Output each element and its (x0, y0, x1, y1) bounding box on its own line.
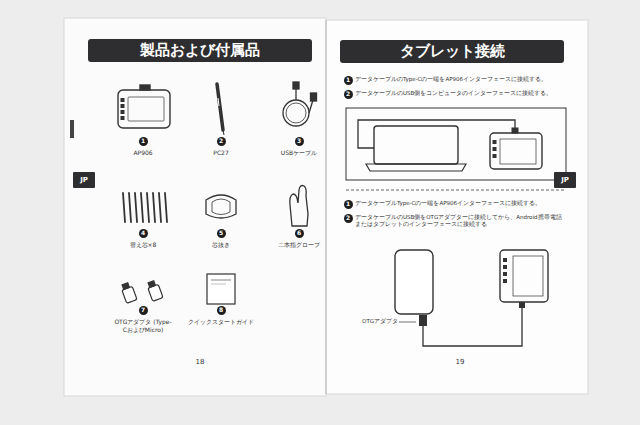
part-name: クイックスタートガイド (183, 318, 259, 326)
node-text: 4 (141, 230, 145, 236)
part-name: 二本指グローブ (264, 241, 334, 249)
node-text: 6 (297, 230, 301, 236)
node-text: 1 (141, 138, 145, 144)
step-text: データケーブルType-Cの一端をAP906インターフェースに接続する。 (355, 200, 565, 207)
node-text: 1 (346, 77, 350, 83)
part-name: PC27 (186, 149, 256, 157)
nibs-icon (123, 193, 167, 222)
title-bar: 製品および付属品 (88, 39, 312, 62)
title-bar: タブレット接続 (340, 40, 564, 63)
part-name: OTGアダプタ (Type-CおよびMicro) (105, 318, 181, 334)
callout-number: 6 (295, 229, 304, 238)
part-name: 替え芯×8 (108, 241, 178, 249)
step-text: データケーブルのUSB側をコンピュータのインターフェースに接続する。 (355, 90, 565, 97)
adapter-icon (122, 281, 163, 304)
part-name: OTGアダプタ (350, 318, 398, 325)
language-tab: JP (73, 172, 95, 188)
node-text: 5 (219, 230, 223, 236)
step-number: 1 (344, 200, 353, 209)
leader-line (399, 322, 416, 323)
callout-number: 7 (139, 306, 148, 315)
callout-number: 5 (217, 229, 226, 238)
callout-number: 1 (139, 137, 148, 146)
part-name: USBケーブル (264, 149, 334, 157)
left-page (64, 18, 326, 396)
node-text: 8 (219, 307, 223, 313)
phone-connection (395, 250, 548, 346)
page-number: 18 (185, 358, 215, 367)
callout-number: 3 (295, 137, 304, 146)
cable-icon (283, 82, 317, 126)
page-number: 19 (445, 358, 475, 367)
glove-icon (290, 186, 308, 227)
node-text: 7 (141, 307, 145, 313)
divider (346, 190, 566, 191)
pen-icon (217, 84, 224, 135)
node-text: 1 (346, 201, 350, 207)
booklet-icon (207, 274, 235, 304)
node-text: 2 (346, 91, 350, 97)
node-text: 3 (297, 138, 301, 144)
step-number: 1 (344, 76, 353, 85)
language-tab: JP (554, 172, 576, 188)
callout-number: 8 (217, 306, 226, 315)
right-page (326, 20, 588, 394)
step-text: データケーブルのType-Cの一端をAP906インターフェースに接続する。 (355, 76, 565, 83)
node-text: タブレット接続 (400, 42, 505, 61)
part-name: 芯抜き (186, 241, 256, 249)
node-text: 2 (346, 215, 350, 221)
part-name: AP906 (108, 149, 178, 157)
node-text: JP (80, 176, 88, 184)
edge-mark (70, 120, 74, 138)
callout-number: 2 (217, 137, 226, 146)
node-text: JP (561, 176, 569, 184)
callout-number: 4 (139, 229, 148, 238)
step-number: 2 (344, 214, 353, 223)
step-text: データケーブルのUSB側をOTGアダプターに接続してから、Android携帯電話… (355, 214, 565, 229)
computer-connection (346, 108, 566, 180)
tablet-icon (118, 85, 170, 128)
nib-remover-icon (206, 195, 236, 218)
node-text: 製品および付属品 (140, 41, 260, 60)
fold (325, 20, 327, 394)
step-number: 2 (344, 90, 353, 99)
node-text: 2 (219, 138, 223, 144)
